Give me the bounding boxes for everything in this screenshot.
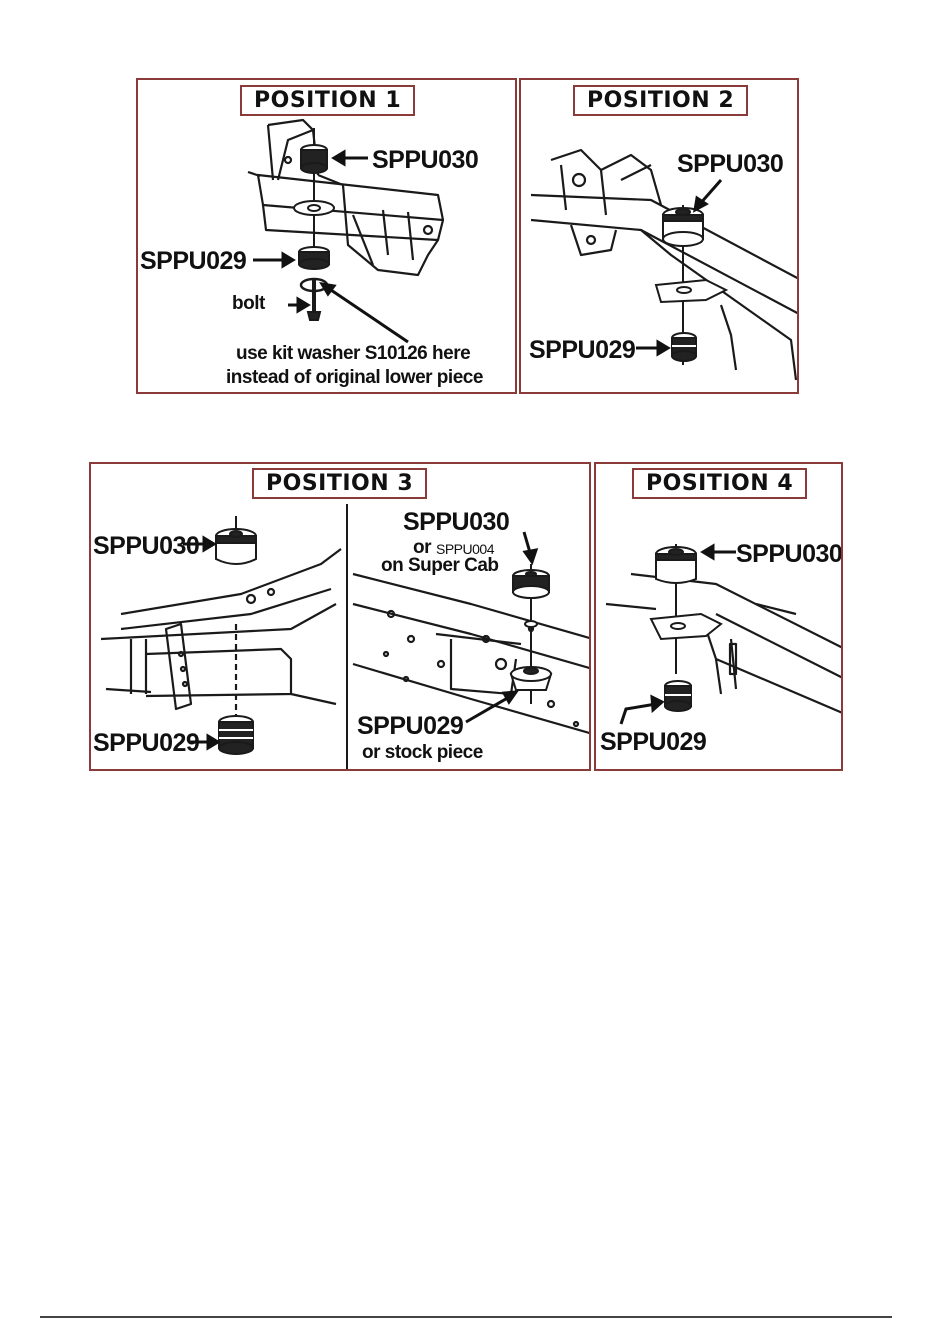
position-1-title: POSITION 1 [240,85,415,116]
position-4-panel: POSITION 4 SPPU030 SPPU029 [594,462,843,771]
position-1-bolt-label: bolt [232,293,265,315]
position-1-note-line2: instead of original lower piece [226,367,483,389]
position-2-title: POSITION 2 [573,85,748,116]
position-3-right-lower-note: or stock piece [362,742,483,764]
position-4-title: POSITION 4 [632,468,807,499]
position-3-title: POSITION 3 [252,468,427,499]
position-1-upper-part-label: SPPU030 [372,146,478,175]
position-1-panel: POSITION 1 SPPU030 SPPU029 bolt use kit … [136,78,517,394]
position-3-left-upper-part-label: SPPU030 [93,532,199,561]
position-1-lower-part-label: SPPU029 [140,247,246,276]
position-1-note-line1: use kit washer S10126 here [236,343,470,365]
position-4-illustration [596,464,843,771]
position-3-left-lower-part-label: SPPU029 [93,729,199,758]
position-4-upper-part-label: SPPU030 [736,540,842,569]
position-3-right-lower-part-label: SPPU029 [357,712,463,741]
position-2-lower-part-label: SPPU029 [529,336,635,365]
page-bottom-rule [40,1316,892,1318]
position-2-panel: POSITION 2 SPPU030 SPPU029 [519,78,799,394]
position-3-illustration [91,464,591,771]
position-3-right-upper-part-label: SPPU030 [403,508,509,537]
position-3-right-alt-suffix: on Super Cab [381,555,499,577]
position-2-upper-part-label: SPPU030 [677,150,783,179]
position-3-panel: POSITION 3 SPPU030 SPPU029 SPPU030 or SP… [89,462,591,771]
position-4-lower-part-label: SPPU029 [600,728,706,757]
